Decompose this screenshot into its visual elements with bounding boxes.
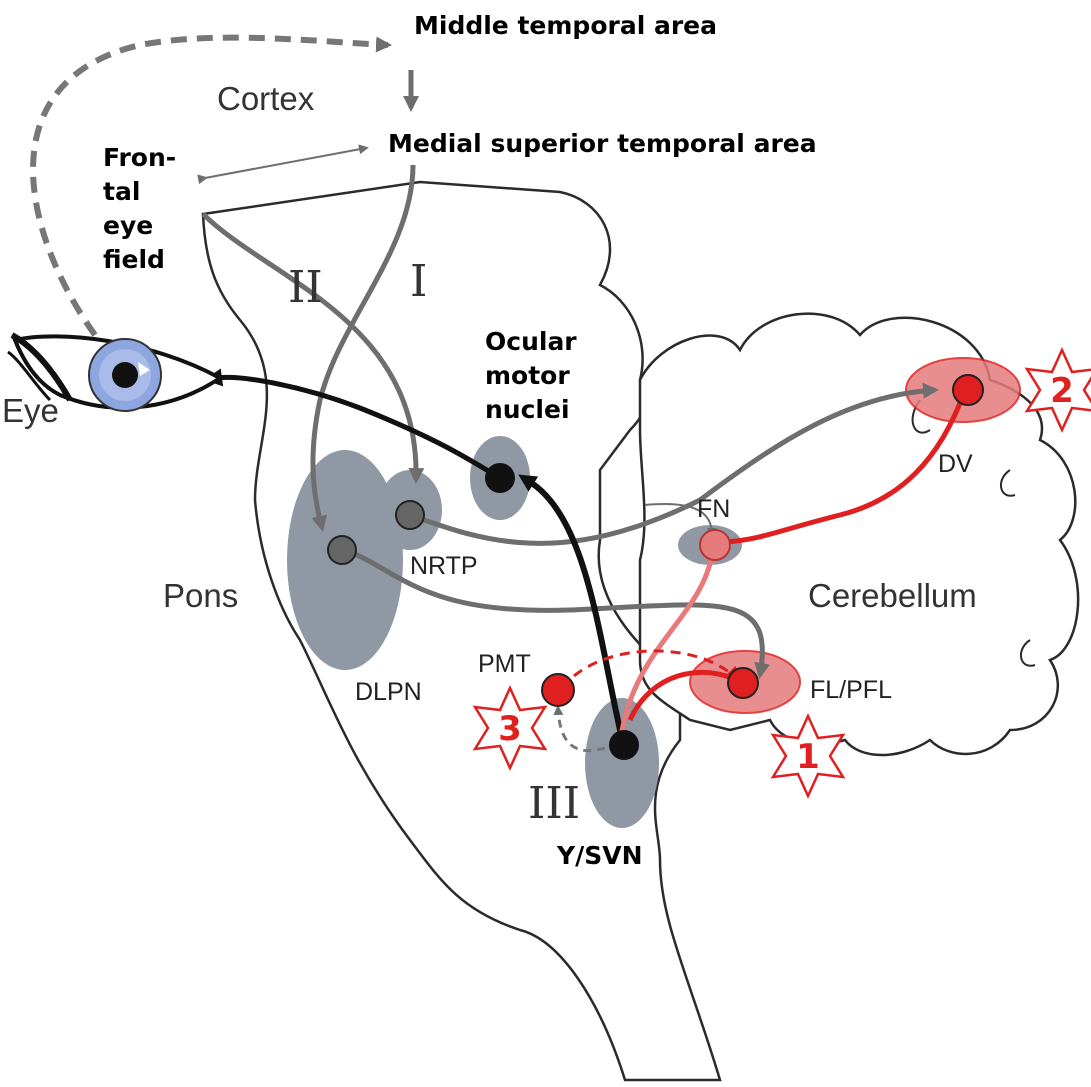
- ysvn-dot: [609, 730, 639, 760]
- fef-label-line-3: eye: [103, 211, 153, 240]
- dv-label: DV: [938, 450, 973, 478]
- flpfl-label: FL/PFL: [810, 676, 892, 704]
- nrtp-label: NRTP: [410, 552, 478, 580]
- dlpn-dot: [328, 536, 356, 564]
- fn-dot: [700, 530, 730, 560]
- fef-label-line-2: tal: [103, 177, 140, 206]
- star-1-label: 1: [796, 737, 820, 777]
- star-3-label: 3: [498, 709, 522, 749]
- pathway-iii-label: III: [528, 778, 580, 829]
- fn-label: FN: [697, 495, 730, 523]
- ocular-motor-dot: [485, 463, 515, 493]
- ocular-label-line-2: motor: [485, 361, 570, 390]
- star-2-label: 2: [1050, 371, 1074, 411]
- pmt-dot: [542, 674, 574, 706]
- mt-label: Middle temporal area: [414, 11, 717, 40]
- cerebellum-label: Cerebellum: [808, 577, 977, 614]
- pathway-i-label: I: [410, 256, 427, 307]
- mst-label: Medial superior temporal area: [388, 129, 817, 158]
- pmt-label: PMT: [478, 650, 531, 678]
- dlpn-label: DLPN: [355, 678, 422, 706]
- dv-dot: [953, 375, 983, 405]
- flpfl-dot: [728, 668, 758, 698]
- ysvn-region: [585, 698, 659, 828]
- eye-label: Eye: [2, 392, 59, 429]
- pathway-ii-label: II: [288, 262, 323, 313]
- fef-mst-double-arrow: [205, 148, 366, 178]
- ysvn-label: Y/SVN: [556, 841, 643, 870]
- pons-label: Pons: [163, 577, 238, 614]
- ocular-label-line-1: Ocular: [485, 327, 577, 356]
- ocular-label-line-3: nuclei: [485, 395, 570, 424]
- fef-label-line-4: field: [103, 245, 165, 274]
- nrtp-dot: [396, 501, 424, 529]
- fef-label-line-1: Fron-: [103, 143, 176, 172]
- cortex-label: Cortex: [217, 80, 315, 117]
